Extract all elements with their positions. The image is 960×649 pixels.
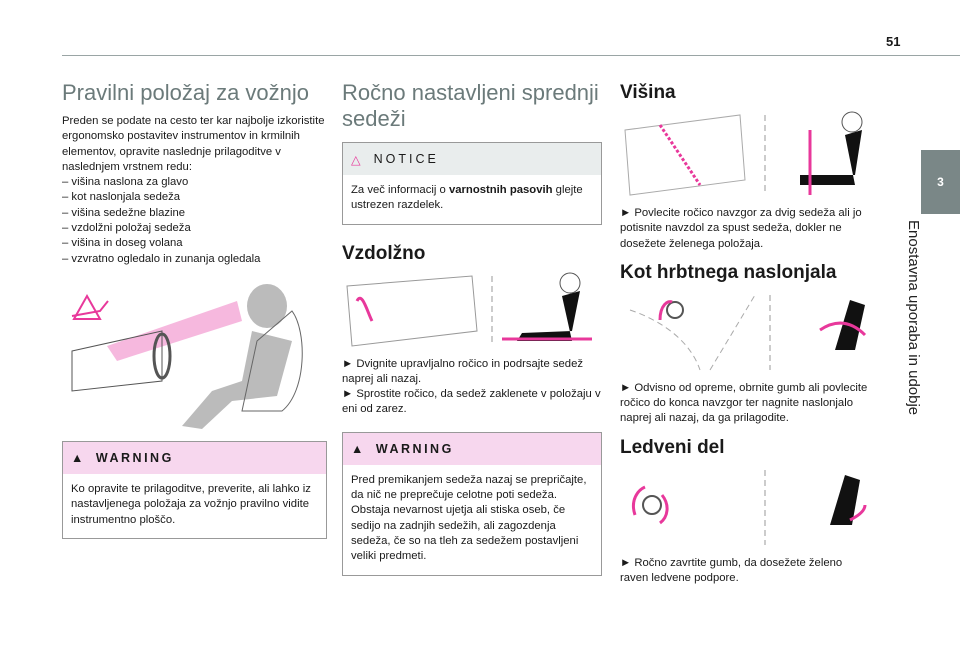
- list-item: – višina naslona za glavo: [62, 176, 189, 189]
- column-adjustments: Višina ► Povlecite ročico navzgor za dvi…: [620, 80, 870, 586]
- backrest-text: ► Odvisno od opreme, obrnite gumb ali po…: [620, 381, 868, 425]
- notice-box: △ NOTICE Za več informacij o varnostnih p…: [342, 142, 602, 225]
- notice-text: Za več informacij o varnostnih pasovih g…: [351, 183, 593, 214]
- warning-label: WARNING: [375, 441, 454, 456]
- list-item: – kot naslonjala sedeža: [62, 191, 181, 204]
- header-rule: [62, 55, 960, 56]
- subsection-title: Vzdolžno: [342, 242, 426, 264]
- intro-text: Preden se podate na cesto ter kar najbol…: [62, 115, 325, 173]
- adjustment-list: – višina naslona za glavo – kot naslonja…: [62, 175, 327, 267]
- step-1: ► Dvignite upravljalno ročico in podrsaj…: [342, 357, 584, 385]
- warning-box: ▲ WARNING Pred premikanjem sedeža nazaj s…: [342, 431, 602, 576]
- section-title: Pravilni položaj za vožnjo: [62, 80, 310, 105]
- warning-icon: ▲: [351, 441, 366, 456]
- column-driving-position: Pravilni položaj za vožnjo Preden se pod…: [62, 80, 327, 539]
- step-2: ► Sprostite ročico, da sedež zaklenete v…: [342, 388, 601, 416]
- chapter-title: Enostavna uporaba in udobje: [905, 220, 922, 416]
- lumbar-illustration: [631, 469, 867, 545]
- list-item: – višina sedežne blazine: [62, 206, 186, 219]
- warning-text-2: Obstaja nevarnost ujetja ali stiska oseb…: [351, 504, 579, 563]
- section-title: Ročno nastavljeni sprednji sedeži: [342, 80, 599, 131]
- warning-icon: ▲: [71, 450, 86, 465]
- notice-text-pre: Za več informacij o: [351, 184, 449, 196]
- warning-text: Ko opravite te prilagoditve, preverite, …: [71, 482, 311, 526]
- height-text: ► Povlecite ročico navzgor za dvig sedež…: [620, 207, 862, 250]
- subsection-title: Kot hrbtnega naslonjala: [620, 261, 837, 283]
- lumbar-text: ► Ročno zavrtite gumb, da dosežete želen…: [620, 556, 843, 585]
- subsection-title: Višina: [620, 82, 676, 103]
- warning-label: WARNING: [95, 450, 174, 465]
- notice-icon: △: [351, 152, 364, 167]
- warning-text-1: Pred premikanjem sedeža nazaj se preprič…: [351, 473, 587, 502]
- chapter-tab[interactable]: 3: [921, 150, 960, 214]
- page-number: 51: [886, 34, 901, 49]
- longitudinal-illustration: [346, 272, 592, 347]
- column-manual-seats: Ročno nastavljeni sprednji sedeži △ NOTIC…: [342, 80, 602, 576]
- notice-label: NOTICE: [373, 152, 439, 166]
- backrest-illustration: [629, 294, 867, 371]
- subsection-title: Ledveni del: [620, 436, 725, 458]
- list-item: – vzvratno ogledalo in zunanja ogledala: [62, 252, 261, 265]
- height-illustration: [624, 111, 863, 196]
- notice-text-post: glejte ustrezen razdelek.: [351, 184, 583, 212]
- driving-position-illustration: [71, 283, 303, 429]
- list-item: – vzdolžni položaj sedeža: [62, 222, 191, 235]
- notice-link: varnostnih pasovih: [448, 184, 553, 196]
- list-item: – višina in doseg volana: [62, 237, 183, 250]
- warning-box: ▲ WARNING Ko opravite te prilagoditve, pr…: [62, 440, 327, 539]
